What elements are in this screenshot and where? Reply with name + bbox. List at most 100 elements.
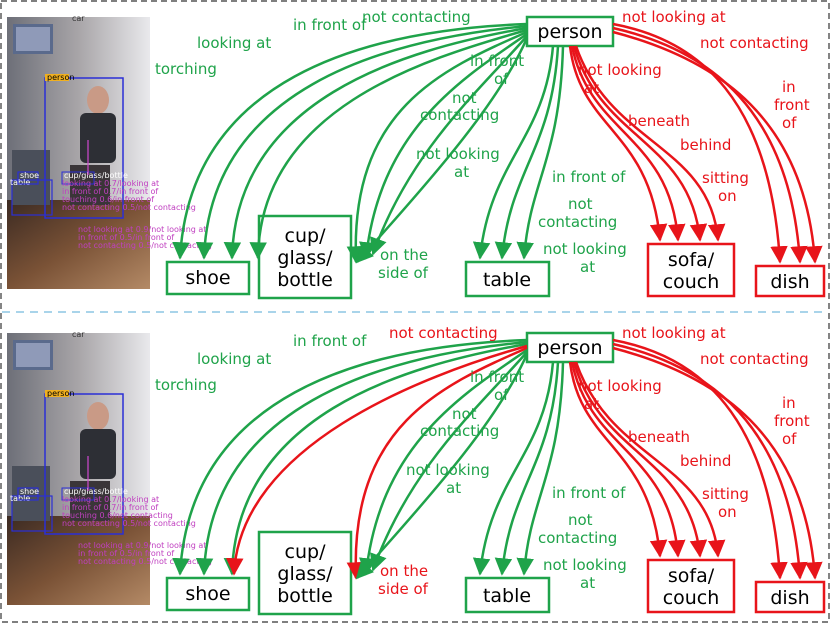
edge-cup-4 xyxy=(355,37,529,264)
p2-edges-person-shoe xyxy=(172,338,528,576)
edge-in-front-of xyxy=(223,26,528,260)
p2-label-r-beneath: beneath xyxy=(628,428,690,446)
p2-label-r-not-looking-b: at xyxy=(584,395,599,413)
thumb-caption: car xyxy=(72,14,85,23)
p2-thumb-line-6: not contacting 0.5/not contacting xyxy=(78,557,212,566)
p1-label-r-sitting-b: on xyxy=(718,187,737,205)
node-sofa-label-1: sofa/ xyxy=(668,249,715,271)
thumb-line-3: not contacting 0.5/not contacting xyxy=(62,203,196,212)
edge-cup-3 xyxy=(370,35,528,256)
p2-thumb-line-2: touching 0.6/not contacting xyxy=(62,511,173,520)
p2-node-sofa xyxy=(646,558,736,614)
p2-label-t-not-contacting-b: contacting xyxy=(538,529,617,547)
p1-label-in-front-a: in front xyxy=(470,52,524,70)
thumb-box-shoe-label: shoe xyxy=(20,171,39,180)
p1-label-torching: torching xyxy=(155,60,217,78)
p1-label-looking-at: looking at xyxy=(197,34,271,52)
thumb-line-0: looking at 0.7/looking at xyxy=(62,179,159,188)
node-shoe xyxy=(165,260,251,296)
p1-label-not-looking-b: at xyxy=(454,163,469,181)
p2-label-t-not-looking-b: at xyxy=(580,574,595,592)
edge-not-contacting xyxy=(249,28,528,260)
p2-edge-table-2 xyxy=(494,361,560,576)
node-dish xyxy=(754,264,826,298)
p2-label-on-side-a: on the xyxy=(380,562,428,580)
edge-sofa-4 xyxy=(574,45,726,242)
edge-cup-1 xyxy=(346,30,528,264)
p2-label-on-side-b: side of xyxy=(378,580,429,598)
node-shoe-label: shoe xyxy=(185,267,230,289)
thumb-line-5: in front of 0.5/in front of xyxy=(78,233,174,242)
p1-label-t-not-looking-a: not looking xyxy=(543,240,627,258)
p2-label-t-not-contacting-a: not xyxy=(568,511,593,529)
p1-label-in-front-of: in front of xyxy=(293,16,367,34)
p1-label-not-contacting: not contacting xyxy=(362,8,471,26)
p1-label-r-not-contacting: not contacting xyxy=(700,34,809,52)
node-cup-label-2: glass/ xyxy=(277,247,333,269)
p2-edge-sofa-4 xyxy=(574,361,726,558)
p2-thumb-box-table-label: table xyxy=(10,494,30,503)
p1-label-on-side-a: on the xyxy=(380,246,428,264)
edge-dish-1 xyxy=(612,22,788,264)
p2-edge-torching xyxy=(172,338,528,576)
p2-label-r-behind: behind xyxy=(680,452,731,470)
p1-label-r-not-looking-at: not looking at xyxy=(622,8,726,26)
p2-thumb-caption: car xyxy=(72,330,85,339)
p2-thumb-line-4: not looking at 0.9/not looking at xyxy=(78,541,206,550)
p1-label-r-in-front-a: in xyxy=(782,78,796,96)
p2-edge-looking-at xyxy=(195,340,528,576)
p2-label-not-contacting-b: contacting xyxy=(420,422,499,440)
edges-person-table xyxy=(472,45,565,260)
p2-thumb-line-5: in front of 0.5/in front of xyxy=(78,549,174,558)
p2-label-torching: torching xyxy=(155,376,217,394)
node-cup-label-1: cup/ xyxy=(285,225,327,247)
p2-edge-table-1 xyxy=(472,361,555,576)
thumb-box-table-label: table xyxy=(10,178,30,187)
node-person-label: person xyxy=(537,21,602,43)
p2-label-r-in-front-a: in xyxy=(782,394,796,412)
p2-edge-sofa-3 xyxy=(572,361,708,558)
edges-person-shoe xyxy=(172,22,528,260)
p2-thumb-line-0: looking at 0.7/looking at xyxy=(62,495,159,504)
p2-node-shoe-label: shoe xyxy=(185,583,230,605)
edge-cup-2 xyxy=(359,32,528,260)
p2-node-shoe xyxy=(165,576,251,612)
p2-node-dish xyxy=(754,580,826,614)
node-dish-label: dish xyxy=(770,271,809,293)
thumb-line-2: touching 0.6/in front of xyxy=(62,195,154,204)
thumb-line-4: not looking at 0.9/not looking at xyxy=(78,225,206,234)
thumb-line-1: in front of 0.7/in front of xyxy=(62,187,158,196)
edge-torching xyxy=(172,22,528,260)
panel: person table shoe cup/glass/bottle looki… xyxy=(7,14,826,300)
p2-edge-cup-4 xyxy=(355,353,529,580)
node-sofa xyxy=(646,242,736,298)
p2-label-looking-at: looking at xyxy=(197,350,271,368)
node-table-label: table xyxy=(483,269,531,291)
p2-node-cup-label-3: bottle xyxy=(277,585,333,607)
p2-edge-dish-3 xyxy=(612,346,823,580)
p2-label-not-looking-a: not looking xyxy=(406,461,490,479)
edge-sofa-1 xyxy=(568,45,668,242)
edge-table-1 xyxy=(472,45,555,260)
p2-label-not-looking-b: at xyxy=(446,479,461,497)
panel-2: person table shoe cup/glass/bottle looki… xyxy=(7,330,826,616)
p2-label-r-not-looking-at: not looking at xyxy=(622,324,726,342)
p2-edges-person-dish xyxy=(612,338,823,580)
edge-dish-2 xyxy=(612,26,808,264)
p1-label-in-front-b: of xyxy=(494,70,509,88)
p2-label-r-in-front-b: front xyxy=(774,412,810,430)
p1-label-r-in-front-c: of xyxy=(782,114,797,132)
p1-label-r-not-looking-a: not looking xyxy=(578,61,662,79)
p1-label-t-not-contacting-b: contacting xyxy=(538,213,617,231)
p2-node-cup xyxy=(257,530,353,616)
panel-1-labels: torching looking at in front of not cont… xyxy=(155,8,810,282)
p2-node-cup-label-1: cup/ xyxy=(285,541,327,563)
p2-thumb-box-shoe-label: shoe xyxy=(20,487,39,496)
p2-edge-cup-1 xyxy=(346,346,528,580)
node-person xyxy=(525,15,615,48)
p2-label-in-front-of: in front of xyxy=(293,332,367,350)
p2-node-dish-label: dish xyxy=(770,587,809,609)
